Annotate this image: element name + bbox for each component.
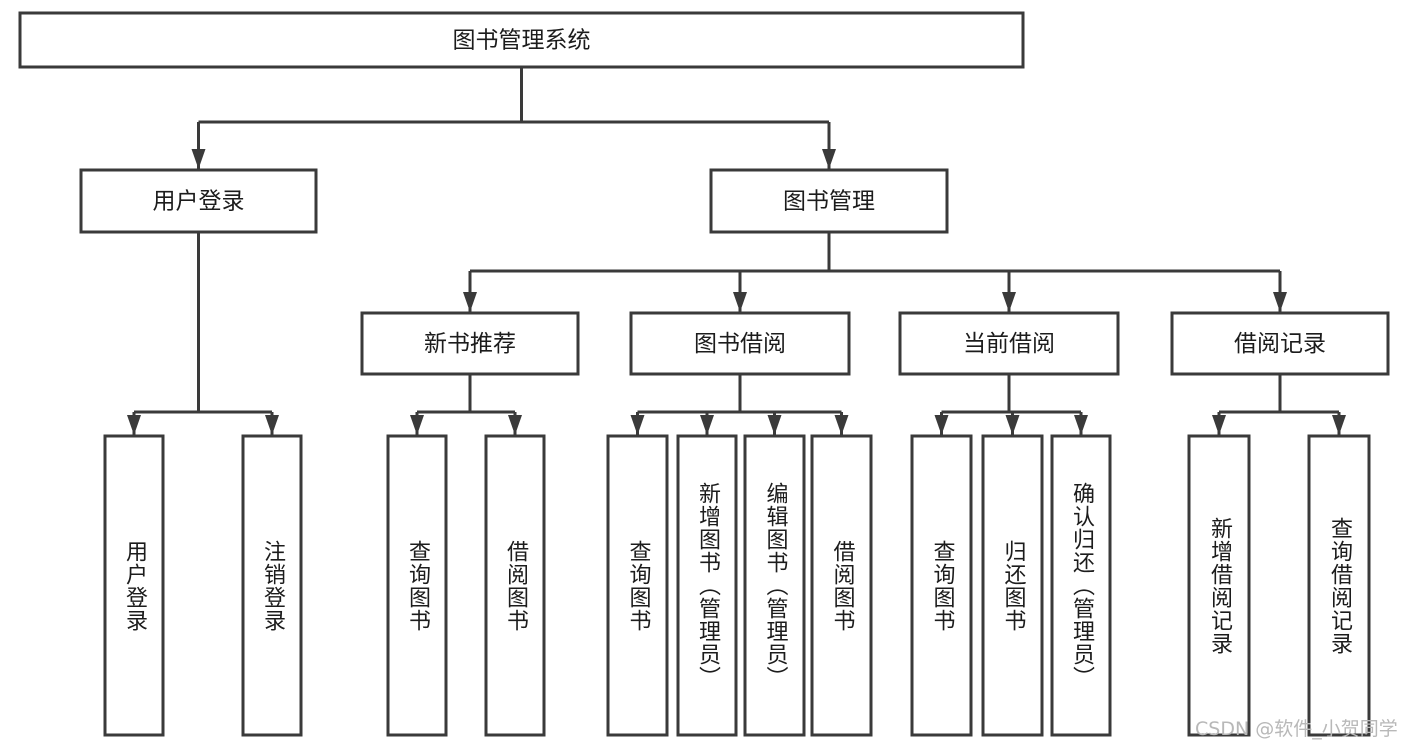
- node-level2-box-3[interactable]: [1170, 311, 1390, 376]
- node-level1-label-0: 用户登录: [153, 189, 245, 215]
- leafgrp-2-arrowhead-3: [834, 415, 849, 435]
- leafgrp-3-arrowhead-0: [934, 415, 949, 435]
- root-arrowhead-1: [822, 149, 836, 169]
- leafgrp-0-arrowhead-1: [265, 415, 279, 435]
- leaf-box-8[interactable]: [910, 434, 973, 737]
- leaf-box-0[interactable]: [103, 434, 165, 737]
- leaf-box-1[interactable]: [241, 434, 303, 737]
- leafgrp-4-arrowhead-0: [1212, 415, 1226, 435]
- node-level2-label-1: 图书借阅: [694, 331, 786, 357]
- leaf-box-10[interactable]: [1050, 434, 1112, 737]
- node-level2-box-0[interactable]: [360, 311, 580, 376]
- booknav-arrowhead-1: [733, 292, 747, 312]
- leaf-box-4[interactable]: [606, 434, 669, 737]
- leafgrp-3-arrowhead-2: [1074, 415, 1088, 435]
- leaf-box-9[interactable]: [981, 434, 1044, 737]
- leafgrp-2-arrowhead-2: [767, 415, 782, 435]
- node-level1-box-0[interactable]: [79, 168, 318, 234]
- node-level2-label-3: 借阅记录: [1234, 331, 1326, 357]
- leafgrp-2-arrowhead-1: [700, 415, 714, 435]
- booknav-arrowhead-0: [463, 292, 477, 312]
- leafgrp-3-arrowhead-1: [1005, 415, 1020, 435]
- node-root-box[interactable]: [18, 11, 1025, 69]
- leaf-box-5[interactable]: [676, 434, 738, 737]
- root-arrowhead-0: [191, 149, 206, 169]
- booknav-arrowhead-3: [1273, 292, 1287, 312]
- node-level2-box-2[interactable]: [898, 311, 1120, 376]
- node-level2-box-1[interactable]: [629, 311, 851, 376]
- leafgrp-1-arrowhead-1: [508, 415, 522, 435]
- leaf-box-2[interactable]: [386, 434, 448, 737]
- node-root-label: 图书管理系统: [453, 28, 591, 54]
- node-level1-label-1: 图书管理: [783, 189, 875, 215]
- connectors-layer: [127, 67, 1346, 435]
- node-level2-label-2: 当前借阅: [963, 331, 1055, 357]
- booknav-arrowhead-2: [1002, 292, 1016, 312]
- node-level2-label-0: 新书推荐: [424, 331, 516, 357]
- leafgrp-1-arrowhead-0: [410, 415, 424, 435]
- boxes-layer: [18, 11, 1390, 737]
- leaf-box-6[interactable]: [743, 434, 806, 737]
- leafgrp-0-arrowhead-0: [127, 415, 141, 435]
- node-level1-box-1[interactable]: [709, 168, 949, 234]
- leaf-box-3[interactable]: [484, 434, 546, 737]
- leaf-box-12[interactable]: [1307, 434, 1371, 737]
- leaf-box-7[interactable]: [810, 434, 873, 737]
- csdn-watermark: CSDN @软件_小贺同学: [1195, 718, 1398, 740]
- leafgrp-2-arrowhead-0: [630, 415, 645, 435]
- leaf-box-11[interactable]: [1187, 434, 1251, 737]
- leafgrp-4-arrowhead-1: [1332, 415, 1346, 435]
